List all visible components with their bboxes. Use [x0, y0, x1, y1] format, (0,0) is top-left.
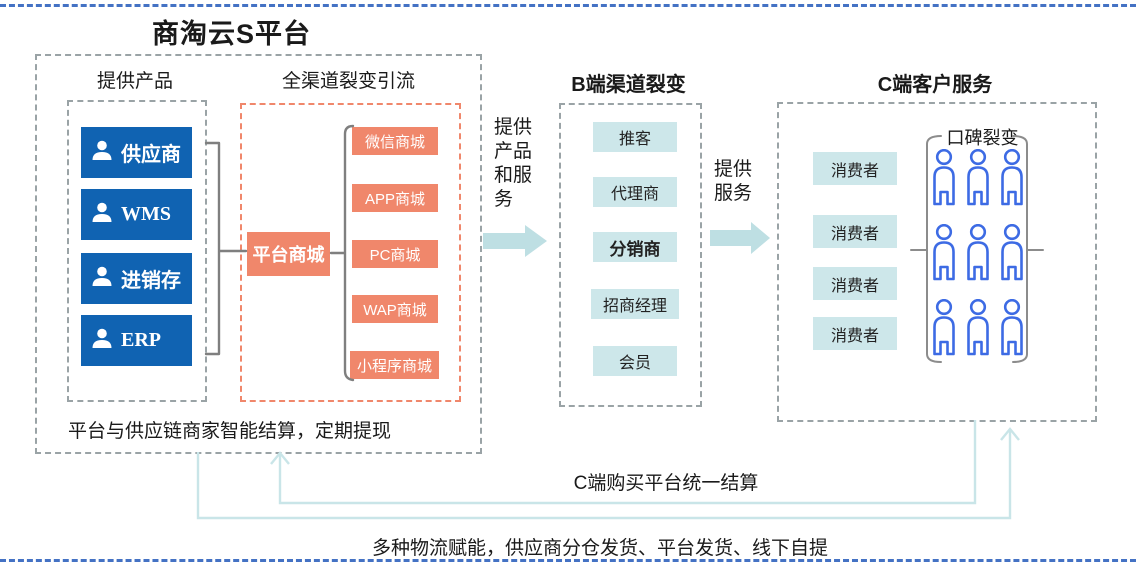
consumer-item: 消费者	[813, 267, 897, 300]
settlement-note: 平台与供应链商家智能结算，定期提现	[68, 421, 392, 442]
logistics-caption: 多种物流赋能，供应商分仓发货、平台发货、线下自提	[371, 538, 828, 559]
person-icon	[1001, 224, 1023, 281]
consumer-item: 消费者	[813, 215, 897, 248]
product-item-label: ERP	[121, 329, 161, 351]
fission-header: 口碑裂变	[946, 128, 1019, 148]
user-icon	[90, 201, 114, 229]
user-icon	[90, 139, 114, 167]
product-item-wms: WMS	[81, 189, 192, 240]
to-b-arrow-label: 提供 产品 和服 务	[494, 117, 533, 210]
b-section-box	[559, 103, 702, 407]
person-icon	[933, 149, 955, 206]
c-section-title: C端客户服务	[877, 74, 993, 96]
page-title: 商淘云S平台	[152, 19, 312, 49]
to-c-arrow-label: 提供 服务	[714, 159, 753, 204]
to-c-arrow	[710, 222, 770, 254]
user-icon	[90, 265, 114, 293]
platform-mall-node: 平台商城	[247, 232, 330, 276]
mall-node-miniprogram: 小程序商城	[350, 351, 439, 379]
user-icon	[90, 327, 114, 355]
c-settlement-loop-arrowhead	[270, 451, 290, 465]
to-b-arrow	[483, 225, 547, 257]
mall-node-wap: WAP商城	[352, 295, 438, 323]
products-header: 提供产品	[96, 71, 173, 92]
b-item-tuike: 推客	[593, 122, 677, 152]
consumer-item: 消费者	[813, 152, 897, 185]
product-item-label: 进销存	[121, 270, 181, 292]
product-item-erp: ERP	[81, 315, 192, 366]
consumer-item: 消费者	[813, 317, 897, 350]
mall-node-app: APP商城	[352, 184, 438, 212]
logistics-loop-arrowhead	[1000, 427, 1020, 441]
b-section-title: B端渠道裂变	[571, 74, 686, 96]
product-item-label: WMS	[121, 203, 171, 225]
product-item-invoicing: 进销存	[81, 253, 192, 304]
person-icon	[1001, 299, 1023, 356]
channels-header: 全渠道裂变引流	[281, 71, 415, 92]
b-item-member: 会员	[593, 346, 677, 376]
person-icon	[967, 299, 989, 356]
mall-node-wechat: 微信商城	[352, 127, 438, 155]
bottom-dashed-divider	[0, 559, 1136, 562]
person-fission-grid	[929, 149, 1027, 357]
top-dashed-divider	[0, 4, 1136, 7]
product-item-label: 供应商	[121, 144, 181, 166]
product-item-supplier: 供应商	[81, 127, 192, 178]
person-icon	[1001, 149, 1023, 206]
person-icon	[967, 149, 989, 206]
b-item-distributor: 分销商	[593, 232, 677, 262]
b-item-agent: 代理商	[593, 177, 677, 207]
b-item-merchant-manager: 招商经理	[591, 289, 679, 319]
mall-node-pc: PC商城	[352, 240, 438, 268]
person-icon	[933, 299, 955, 356]
settlement-flow-caption: C端购买平台统一结算	[573, 473, 759, 494]
person-icon	[933, 224, 955, 281]
person-icon	[967, 224, 989, 281]
